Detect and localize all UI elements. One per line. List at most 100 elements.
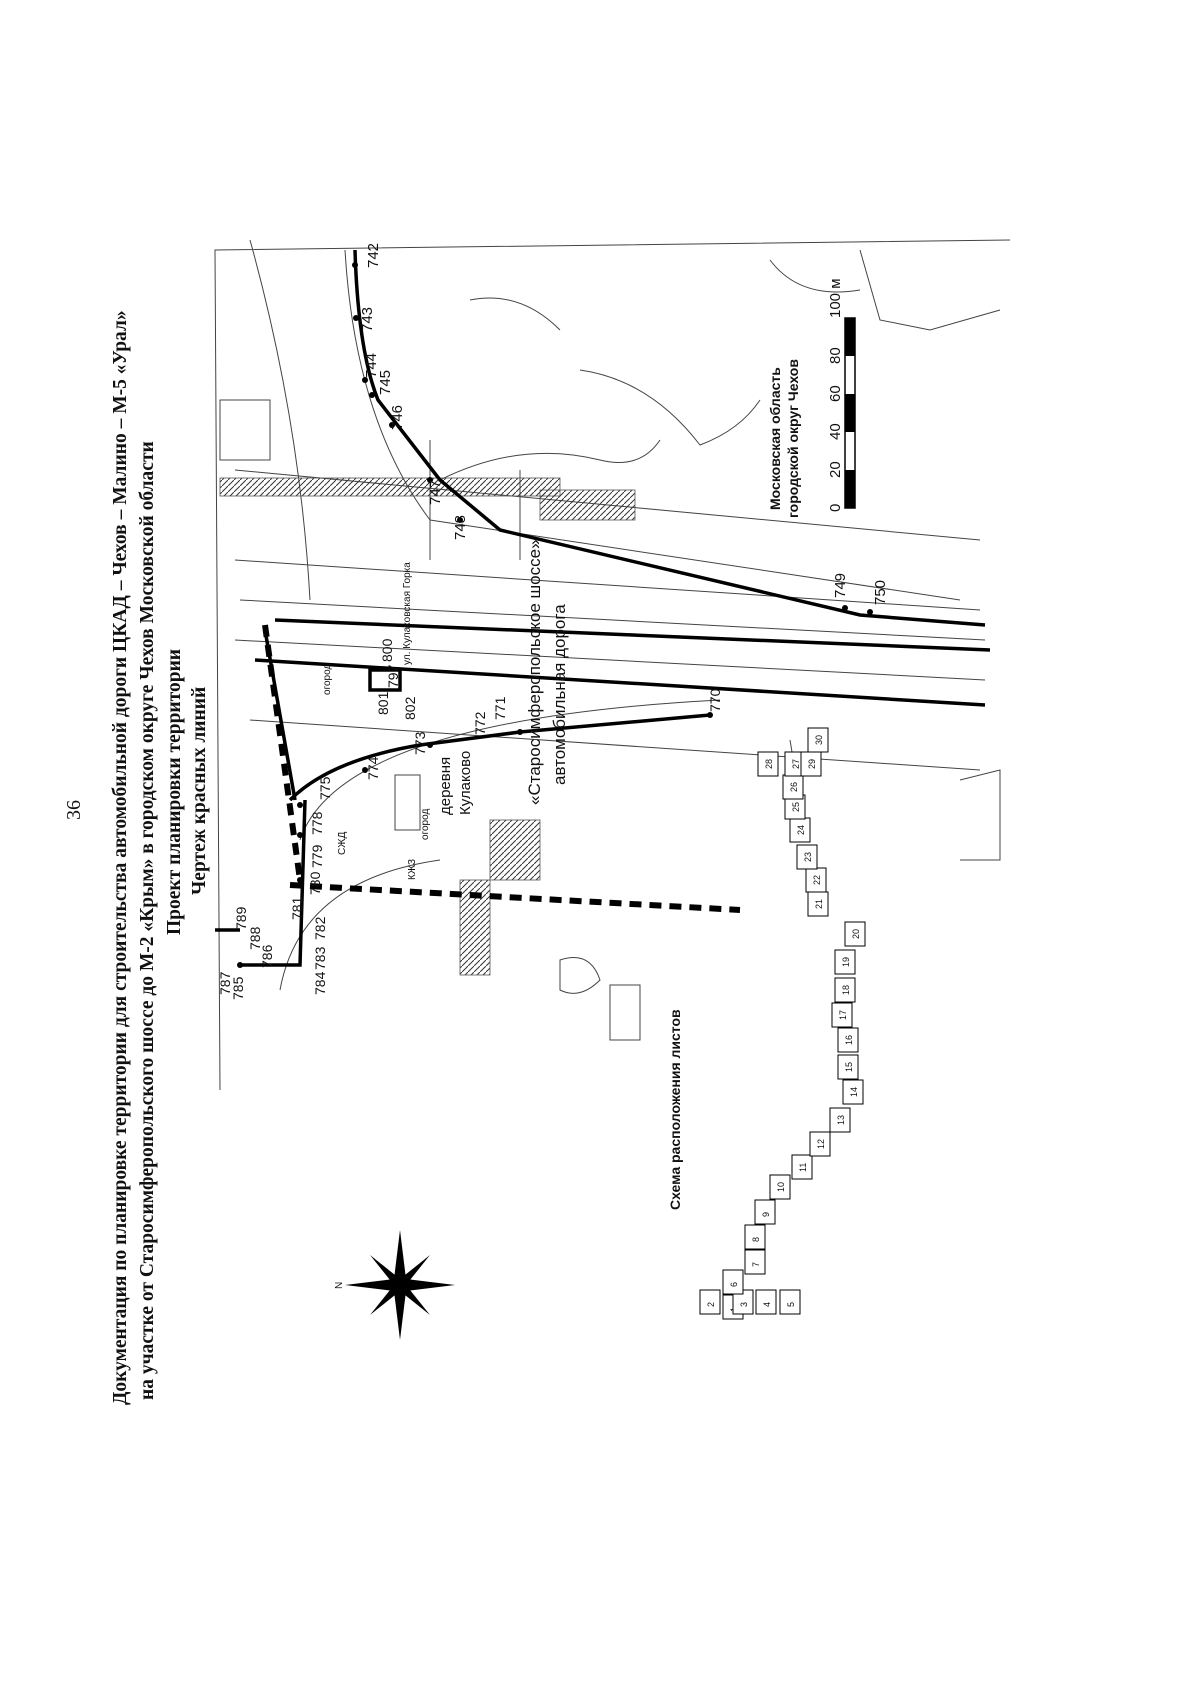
sheet-number: 26	[789, 782, 799, 792]
point-label: 775	[317, 776, 333, 800]
sheet-box	[796, 844, 818, 870]
point-label: 745	[377, 370, 394, 395]
sheet-number: 7	[751, 1262, 761, 1267]
point-label: 788	[247, 926, 263, 950]
sheet-number: 21	[814, 899, 824, 909]
point-label: 801	[375, 691, 391, 715]
map-background-linework	[214, 239, 1011, 1091]
sheet-number: 11	[798, 1163, 808, 1172]
sheet-number: 15	[844, 1062, 854, 1072]
sheet-number: 13	[836, 1115, 846, 1125]
sheet-number: 18	[841, 985, 851, 995]
region-line-2: городской округ Чехов	[785, 359, 801, 518]
sheet-box	[842, 1079, 864, 1105]
svg-text:огород: огород	[322, 664, 333, 695]
scale-bar: 0 20 40 60 80 100 м	[827, 278, 856, 512]
point-label: 774	[365, 756, 381, 780]
sheet-box	[744, 1249, 766, 1275]
sheet-box	[834, 977, 856, 1003]
sheet-box	[722, 1269, 744, 1295]
sheet-number: 30	[814, 735, 824, 745]
dashed-boundaries	[262, 624, 741, 913]
point-label: 780	[307, 871, 323, 895]
sheet-box	[699, 1289, 721, 1315]
point-label: 783	[312, 946, 328, 970]
sheet-box	[807, 727, 829, 753]
sheet-box	[754, 1199, 776, 1225]
point-label: 802	[402, 696, 418, 720]
point-label: 778	[309, 811, 325, 835]
sheet-box	[809, 1131, 831, 1157]
sheet-number: 4	[762, 1302, 772, 1307]
sheet-number: 17	[838, 1010, 848, 1020]
point-labels-left: 770 771 772 773 774 775 778 779 780 781 …	[217, 638, 723, 1000]
point-label: 750	[872, 580, 889, 605]
sheet-number: 29	[807, 759, 817, 769]
point-label: 772	[472, 711, 488, 735]
north-label: N	[334, 1282, 345, 1289]
sheet-box	[791, 1154, 813, 1180]
sheet-number: 12	[816, 1139, 826, 1149]
sheet-number: 5	[786, 1302, 796, 1307]
road-name-labels: «Старосимферопольское шоссе» автомобильн…	[402, 539, 569, 815]
road-name-line-2: автомобильная дорога	[550, 604, 569, 785]
scale-tick-60: 60	[827, 385, 844, 402]
road-name-line-1: «Старосимферопольское шоссе»	[525, 539, 544, 805]
scale-unit: 100 м	[827, 278, 844, 318]
point-label: 771	[492, 696, 508, 720]
sheet-box	[744, 1224, 766, 1250]
sheet-box	[834, 949, 856, 975]
small-plan-labels: огород огород КЖЗ СЖД	[322, 664, 431, 880]
sheet-scheme-title: Схема расположения листов	[667, 1009, 683, 1210]
point-label: 782	[312, 916, 328, 940]
point-label: 742	[365, 243, 382, 268]
point-label: 787	[217, 971, 233, 995]
point-label: 770	[707, 688, 723, 712]
red-line-boundary	[215, 249, 991, 967]
point-label: 748	[452, 515, 469, 540]
point-labels-right: 742 743 744 745 746 747 748 749 750	[359, 243, 889, 605]
sheet-number: 20	[851, 929, 861, 939]
village-name-line-1: деревня	[437, 757, 454, 815]
sheet-scheme: Схема расположения листов 12345678910111…	[667, 727, 866, 1320]
sheet-box	[844, 921, 866, 947]
point-label: 786	[259, 944, 275, 968]
boundary-point-markers	[237, 262, 873, 968]
sheet-number: 3	[739, 1302, 749, 1307]
point-label: 789	[233, 906, 249, 930]
village-name-line-2: Кулаково	[457, 751, 474, 815]
sheet-number: 19	[841, 957, 851, 967]
sheet-number: 16	[844, 1035, 854, 1045]
svg-text:огород: огород	[420, 809, 431, 840]
sheet-box	[837, 1054, 859, 1080]
sheet-grid: 1234567891011121314151617181920212223242…	[699, 727, 866, 1320]
svg-text:СЖД: СЖД	[337, 832, 348, 855]
scale-tick-40: 40	[827, 423, 844, 440]
point-label: 797	[385, 664, 401, 688]
sheet-number: 28	[764, 759, 774, 769]
north-arrow-icon: N	[334, 1230, 455, 1340]
sheet-number: 6	[729, 1282, 739, 1287]
svg-text:КЖЗ: КЖЗ	[407, 859, 418, 880]
street-label: ул. Кулаковская Горка	[402, 562, 413, 665]
point-label: 746	[389, 405, 406, 430]
sheet-number: 10	[776, 1182, 786, 1192]
point-label: 744	[363, 353, 380, 378]
point-label: 785	[230, 976, 246, 1000]
sheet-box	[755, 1289, 777, 1315]
point-label: 779	[309, 844, 325, 868]
point-label: 773	[412, 731, 428, 755]
sheet-box	[779, 1289, 801, 1315]
sheet-number: 24	[796, 825, 806, 835]
point-label: 781	[289, 896, 305, 920]
sheet-number: 9	[761, 1212, 771, 1217]
point-label: 749	[832, 573, 849, 598]
sheet-box	[757, 751, 779, 777]
sheet-number: 23	[803, 852, 813, 862]
sheet-box	[769, 1174, 791, 1200]
sheet-number: 25	[791, 802, 801, 812]
scale-tick-0: 0	[827, 504, 844, 512]
scale-tick-80: 80	[827, 347, 844, 364]
region-label: Московская область городской округ Чехов	[767, 359, 801, 518]
point-label: 800	[379, 638, 395, 662]
